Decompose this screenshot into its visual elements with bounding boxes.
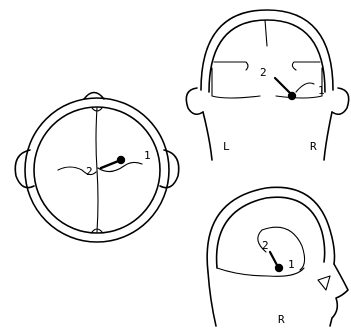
back-view-neck-right xyxy=(324,112,332,160)
back-view-label-left: L xyxy=(223,140,230,153)
side-view-ear xyxy=(318,276,330,290)
top-view-label-1: 1 xyxy=(144,149,151,162)
back-view-dipole-line xyxy=(275,78,292,95)
top-view-midline xyxy=(96,108,98,232)
back-view-right-lobe-top xyxy=(292,62,320,70)
back-view-right-lobe xyxy=(276,68,322,98)
back-view-left-lobe xyxy=(212,68,260,98)
side-view-skull-inner xyxy=(217,197,325,268)
back-view-neck-left xyxy=(203,112,212,160)
side-view-skull-outer xyxy=(207,187,334,272)
side-view-dipole-marker xyxy=(275,264,283,272)
back-view-skull-inner xyxy=(209,20,325,92)
top-view-label-2: 2 xyxy=(86,165,93,178)
side-view-label-2: 2 xyxy=(262,239,269,252)
back-view-midline xyxy=(265,20,267,46)
side-view-neck xyxy=(208,272,216,326)
back-view-label-1: 1 xyxy=(318,84,325,97)
back-view-label-right: R xyxy=(310,140,317,153)
top-view-head: 2 1 xyxy=(15,93,178,243)
back-view-head: 2 1 L R xyxy=(186,10,348,160)
back-view-left-ear xyxy=(186,88,203,114)
back-view-right-ear xyxy=(332,88,349,114)
side-view-label-right: R xyxy=(278,313,285,326)
side-view-head: 2 1 R xyxy=(207,187,348,326)
back-view-dipole-marker xyxy=(288,92,296,100)
back-view-skull-outer xyxy=(201,10,333,90)
back-view-label-2: 2 xyxy=(260,66,267,79)
side-view-label-1: 1 xyxy=(288,258,295,271)
top-view-dipole-marker xyxy=(117,156,125,164)
side-view-face-profile xyxy=(330,264,348,326)
back-view-dipole-tail xyxy=(296,83,314,92)
back-view-left-lobe-top xyxy=(214,62,248,70)
